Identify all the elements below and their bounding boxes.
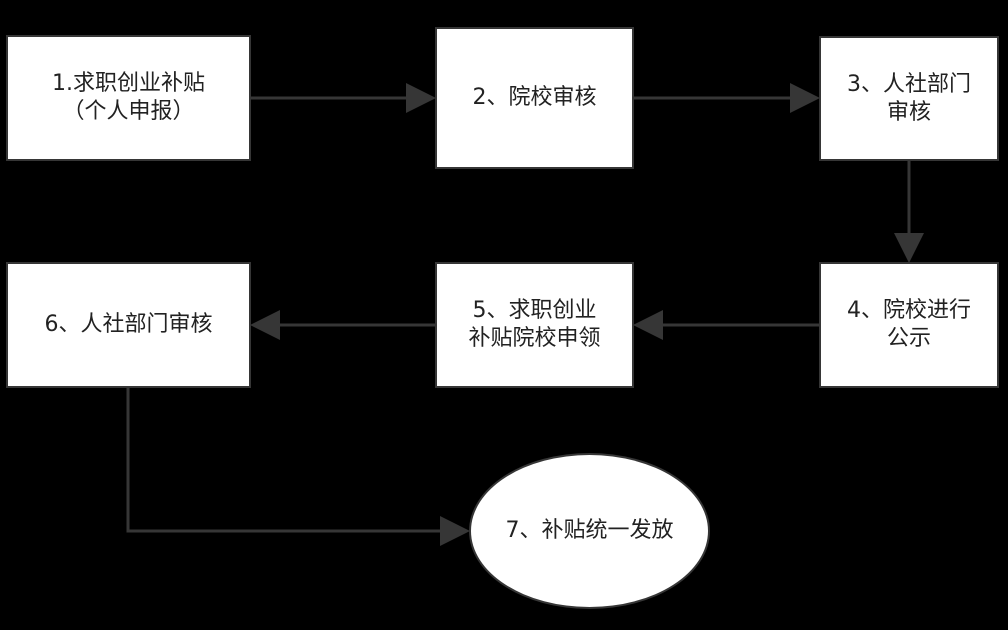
- step6-label: 6、人社部门审核: [44, 312, 213, 337]
- step5-box: 5、求职创业 补贴院校申领: [435, 262, 634, 388]
- step1-box: 1.求职创业补贴 （个人申报）: [6, 35, 251, 161]
- step1-label: 1.求职创业补贴 （个人申报）: [52, 71, 205, 124]
- step5-label: 5、求职创业 补贴院校申领: [468, 298, 601, 351]
- step3-box: 3、人社部门 审核: [819, 36, 999, 161]
- step7-ellipse: 7、补贴统一发放: [469, 453, 710, 609]
- step4-box: 4、院校进行 公示: [819, 262, 999, 388]
- step4-label: 4、院校进行 公示: [847, 298, 971, 351]
- step2-label: 2、院校审核: [472, 85, 597, 110]
- step6-box: 6、人社部门审核: [6, 262, 251, 388]
- step2-box: 2、院校审核: [435, 27, 634, 169]
- step7-label: 7、补贴统一发放: [505, 518, 674, 543]
- step3-label: 3、人社部门 审核: [847, 71, 971, 125]
- arrow-step6-to-step7: [126, 388, 470, 546]
